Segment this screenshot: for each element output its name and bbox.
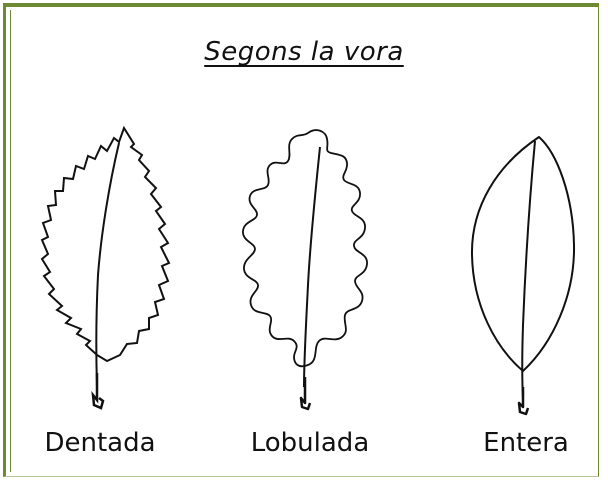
entire-leaf-icon <box>470 136 576 416</box>
caption-entera: Entera <box>483 428 569 458</box>
heading: Segons la vora <box>204 37 404 67</box>
caption-lobulada: Lobulada <box>250 428 370 458</box>
frame-divider <box>10 10 11 472</box>
lobed-leaf-icon <box>242 129 368 411</box>
serrated-leaf-icon <box>40 125 171 410</box>
caption-dentada: Dentada <box>44 428 156 458</box>
